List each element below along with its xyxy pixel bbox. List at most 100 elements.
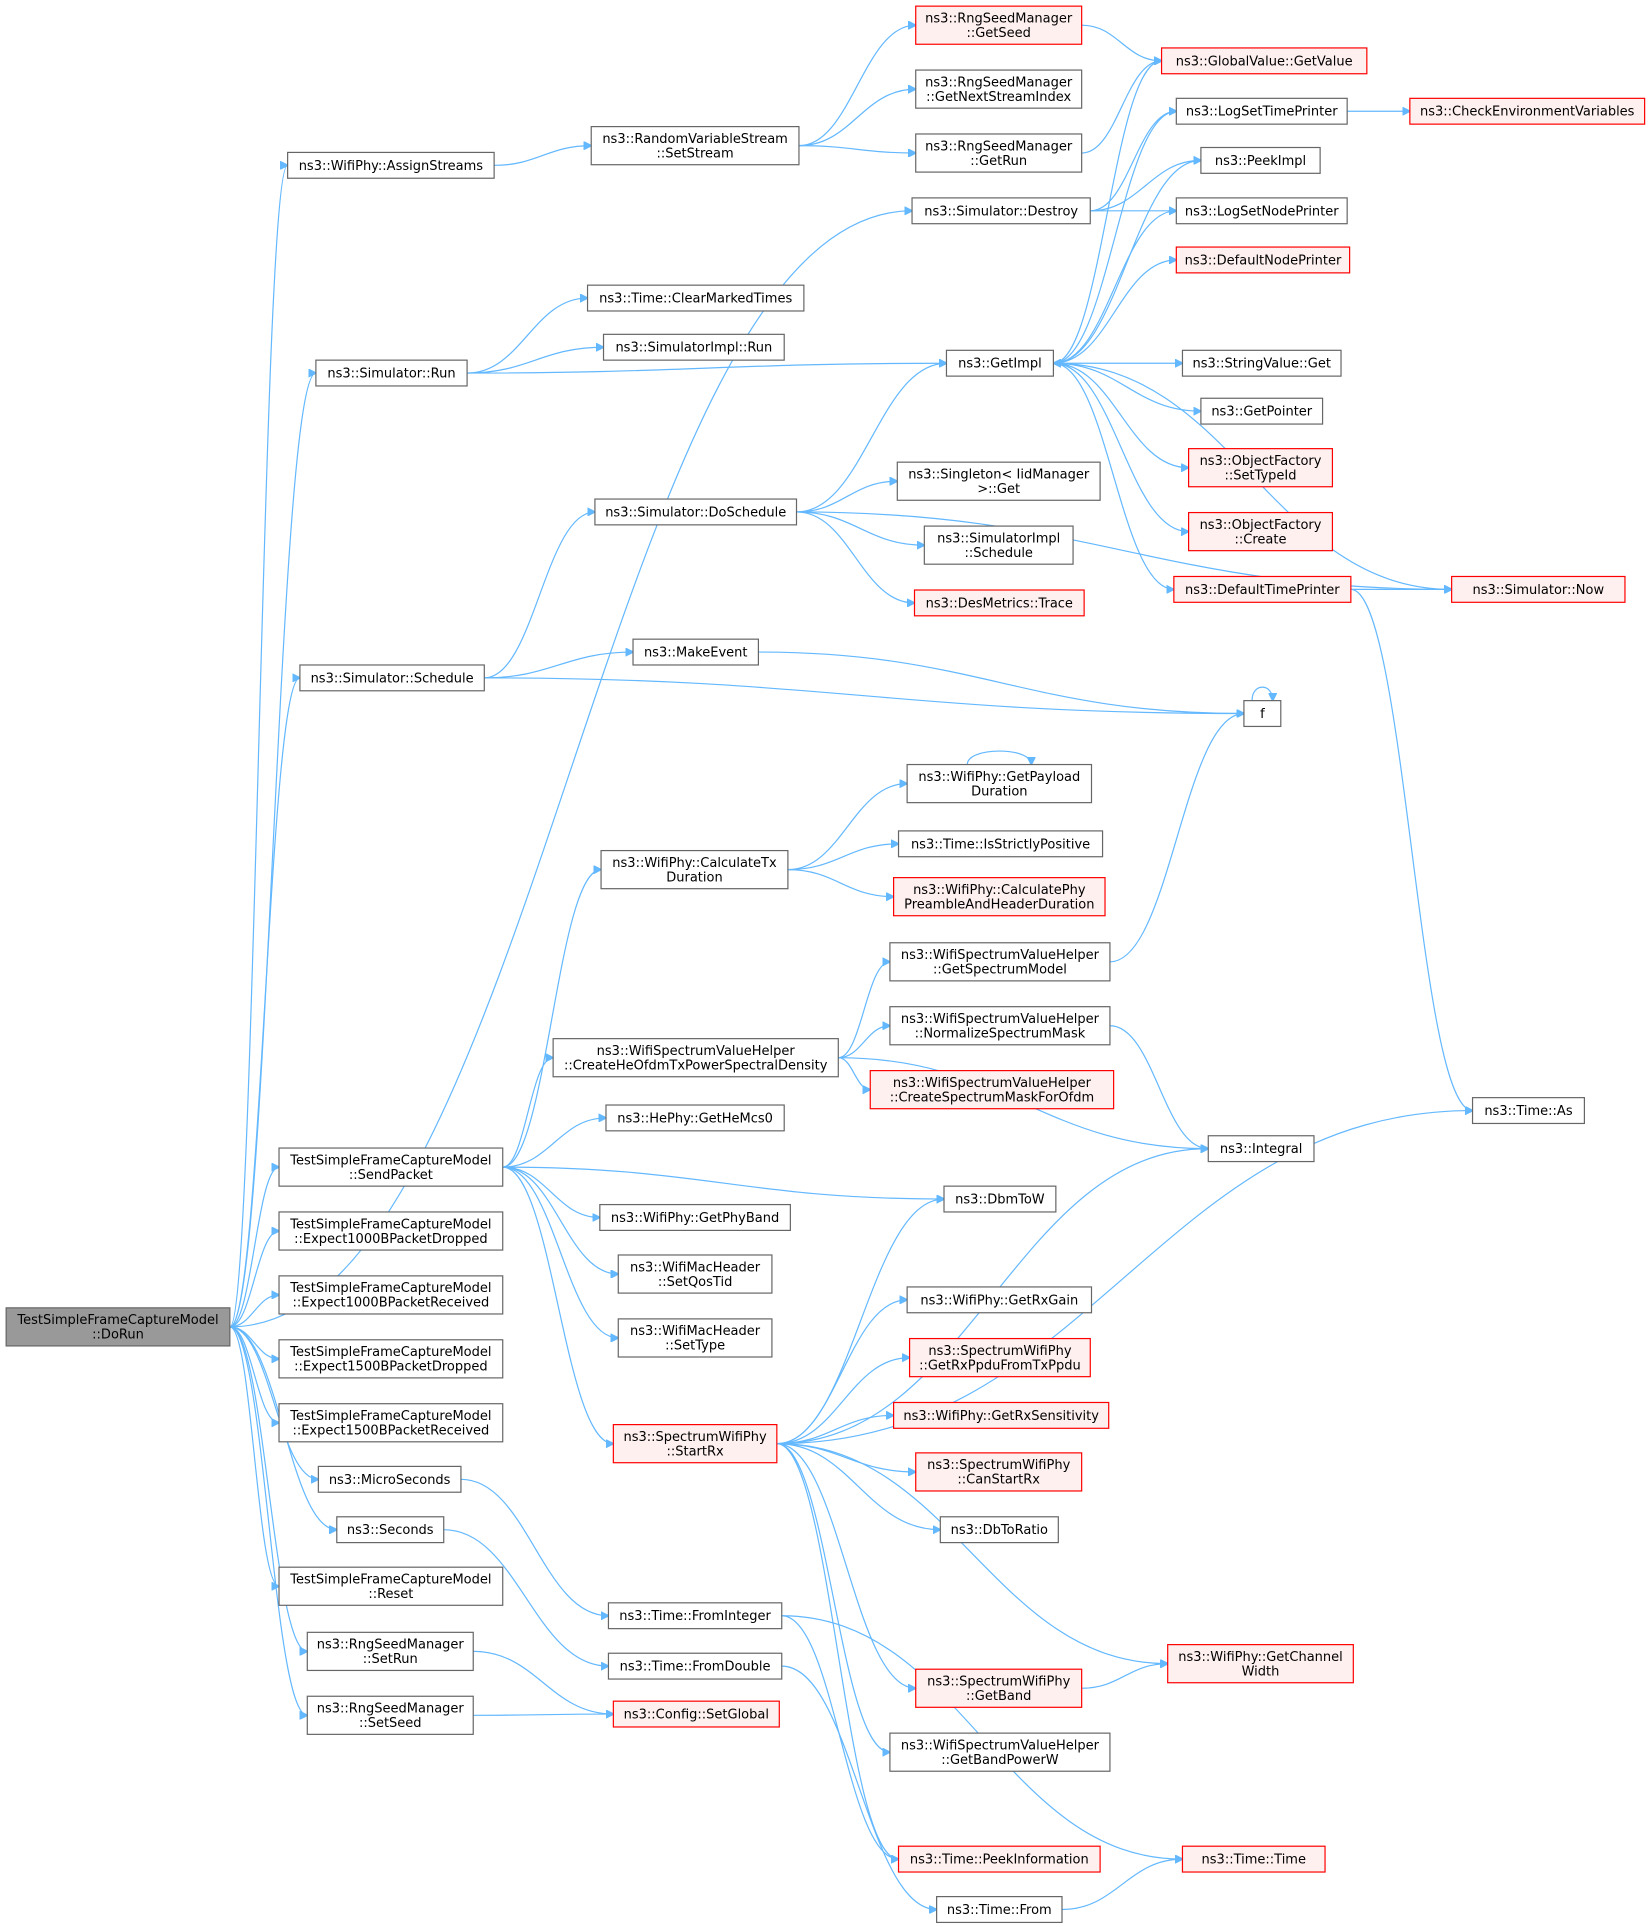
node-time-isstrictly[interactable]: ns3::Time::IsStrictlyPositive <box>897 830 1104 858</box>
node-tsfcm-reset[interactable]: TestSimpleFrameCaptureModel::Reset <box>278 1566 504 1606</box>
edge-rng-setrun-to-config-setglobal <box>473 1650 613 1714</box>
node-rng-getrun[interactable]: ns3::RngSeedManager::GetRun <box>915 133 1083 173</box>
node-label: ::Schedule <box>964 546 1033 561</box>
node-wsvh-createmask[interactable]: ns3::WifiSpectrumValueHelper::CreateSpec… <box>869 1070 1115 1110</box>
node-label: ns3::DefaultTimePrinter <box>1185 583 1340 598</box>
node-wifi-getrxgain[interactable]: ns3::WifiPhy::GetRxGain <box>906 1286 1093 1314</box>
node-time-as[interactable]: ns3::Time::As <box>1471 1097 1585 1125</box>
node-sim-doschedule[interactable]: ns3::Simulator::DoSchedule <box>594 498 798 526</box>
node-microseconds[interactable]: ns3::MicroSeconds <box>317 1465 462 1493</box>
node-time-time[interactable]: ns3::Time::Time <box>1181 1845 1326 1873</box>
edge-tsfcm-sendpacket-to-wmh-settype <box>502 1166 619 1338</box>
node-hephy-gethemcs0[interactable]: ns3::HePhy::GetHeMcs0 <box>605 1104 785 1132</box>
node-wmh-settype[interactable]: ns3::WifiMacHeader::SetType <box>617 1318 773 1358</box>
node-logsetnode[interactable]: ns3::LogSetNodePrinter <box>1175 197 1348 225</box>
node-integral[interactable]: ns3::Integral <box>1207 1135 1315 1163</box>
node-swp-getrxppdu[interactable]: ns3::SpectrumWifiPhy::GetRxPpduFromTxPpd… <box>908 1337 1091 1378</box>
node-box <box>278 1275 504 1315</box>
node-rng-setrun[interactable]: ns3::RngSeedManager::SetRun <box>306 1631 474 1672</box>
node-defnodeprinter[interactable]: ns3::DefaultNodePrinter <box>1175 246 1351 274</box>
node-box <box>1409 97 1646 125</box>
node-swp-canstartrx[interactable]: ns3::SpectrumWifiPhy::CanStartRx <box>915 1452 1083 1492</box>
node-sim-destroy[interactable]: ns3::Simulator::Destroy <box>911 197 1091 225</box>
node-makeevent[interactable]: ns3::MakeEvent <box>632 638 759 666</box>
edge-sim-doschedule-to-singleton-get <box>796 481 898 513</box>
node-simimpl-schedule[interactable]: ns3::SimulatorImpl::Schedule <box>923 525 1074 565</box>
node-logsettime[interactable]: ns3::LogSetTimePrinter <box>1175 97 1348 125</box>
node-label: ns3::WifiSpectrumValueHelper <box>597 1044 796 1059</box>
node-sim-run[interactable]: ns3::Simulator::Run <box>315 359 468 387</box>
node-f[interactable]: f <box>1243 700 1282 728</box>
node-of-settypeid[interactable]: ns3::ObjectFactory::SetTypeId <box>1188 448 1334 488</box>
node-time-peekinfo[interactable]: ns3::Time::PeekInformation <box>897 1845 1101 1873</box>
node-tsfcm-exp1500recv[interactable]: TestSimpleFrameCaptureModel::Expect1500B… <box>278 1403 504 1443</box>
node-wsvh-getbandpower[interactable]: ns3::WifiSpectrumValueHelper::GetBandPow… <box>889 1732 1111 1772</box>
node-box <box>306 1631 474 1672</box>
node-root[interactable]: TestSimpleFrameCaptureModel::DoRun <box>5 1307 231 1347</box>
node-tsfcm-exp1000recv[interactable]: TestSimpleFrameCaptureModel::Expect1000B… <box>278 1275 504 1315</box>
node-box <box>552 1038 839 1078</box>
node-simimpl-run[interactable]: ns3::SimulatorImpl::Run <box>602 333 785 361</box>
node-desmetrics[interactable]: ns3::DesMetrics::Trace <box>913 589 1085 617</box>
node-wifi-calcphy[interactable]: ns3::WifiPhy::CalculatePhyPreambleAndHea… <box>893 877 1106 917</box>
node-config-setglobal[interactable]: ns3::Config::SetGlobal <box>612 1700 780 1728</box>
node-getimpl[interactable]: ns3::GetImpl <box>945 349 1054 377</box>
node-wmh-setqostid[interactable]: ns3::WifiMacHeader::SetQosTid <box>617 1254 773 1294</box>
edge-swp-startrx-to-swp-getrxppdu <box>776 1358 910 1445</box>
node-peekimpl[interactable]: ns3::PeekImpl <box>1200 146 1321 174</box>
node-of-create[interactable]: ns3::ObjectFactory::Create <box>1188 511 1334 552</box>
node-singleton-get[interactable]: ns3::Singleton< IidManager>::Get <box>896 461 1101 501</box>
node-label: ::Expect1500BPacketReceived <box>292 1424 489 1439</box>
node-wifi-assign[interactable]: ns3::WifiPhy::AssignStreams <box>287 151 495 179</box>
node-box <box>617 1318 773 1358</box>
node-wsvh-normalize[interactable]: ns3::WifiSpectrumValueHelper::NormalizeS… <box>889 1006 1111 1046</box>
node-label: ns3::SpectrumWifiPhy <box>927 1675 1070 1690</box>
node-getpointer[interactable]: ns3::GetPointer <box>1200 397 1324 425</box>
edge-tsfcm-sendpacket-to-wifi-getphyband <box>502 1166 600 1217</box>
node-dbtoratio[interactable]: ns3::DbToRatio <box>939 1516 1059 1544</box>
node-label: ::GetSeed <box>966 26 1030 41</box>
node-rng-nextstream[interactable]: ns3::RngSeedManager::GetNextStreamIndex <box>915 69 1083 109</box>
node-deftimeprinter[interactable]: ns3::DefaultTimePrinter <box>1173 575 1352 603</box>
node-box <box>889 942 1111 982</box>
node-time-frominteger[interactable]: ns3::Time::FromInteger <box>607 1602 783 1630</box>
node-stringvalue-get[interactable]: ns3::StringValue::Get <box>1181 349 1342 377</box>
node-rvs-setstream[interactable]: ns3::RandomVariableStream::SetStream <box>590 126 800 166</box>
node-wifi-getrxsens[interactable]: ns3::WifiPhy::GetRxSensitivity <box>893 1401 1110 1429</box>
node-label: ns3::CheckEnvironmentVariables <box>1420 105 1635 120</box>
node-time-clearmarked[interactable]: ns3::Time::ClearMarkedTimes <box>586 284 805 312</box>
node-box <box>936 1896 1063 1924</box>
call-nodes: TestSimpleFrameCaptureModel::DoRunns3::W… <box>5 5 1646 1924</box>
node-swp-startrx[interactable]: ns3::SpectrumWifiPhy::StartRx <box>612 1424 778 1464</box>
node-label: TestSimpleFrameCaptureModel <box>289 1217 491 1232</box>
node-box <box>278 1339 504 1379</box>
node-wsvh-getspectrum[interactable]: ns3::WifiSpectrumValueHelper::GetSpectru… <box>889 942 1111 982</box>
node-label: ns3::WifiPhy::GetRxGain <box>920 1293 1078 1308</box>
edge-wifi-getpayload-to-wifi-getpayload <box>966 750 1031 765</box>
node-swp-getband[interactable]: ns3::SpectrumWifiPhy::GetBand <box>915 1668 1083 1708</box>
node-box <box>278 1566 504 1606</box>
node-dbmtow[interactable]: ns3::DbmToW <box>943 1185 1057 1213</box>
node-tsfcm-exp1500drop[interactable]: TestSimpleFrameCaptureModel::Expect1500B… <box>278 1339 504 1379</box>
node-label: ns3::WifiPhy::GetRxSensitivity <box>903 1409 1099 1424</box>
node-label: ns3::DbToRatio <box>951 1523 1048 1538</box>
node-seconds[interactable]: ns3::Seconds <box>336 1516 445 1544</box>
edge-sim-run-to-getimpl <box>467 363 946 374</box>
edge-root-to-tsfcm-exp1000drop <box>229 1231 279 1328</box>
node-tsfcm-sendpacket[interactable]: TestSimpleFrameCaptureModel::SendPacket <box>278 1147 504 1187</box>
node-checkenv[interactable]: ns3::CheckEnvironmentVariables <box>1409 97 1646 125</box>
node-time-fromdouble[interactable]: ns3::Time::FromDouble <box>607 1652 783 1680</box>
node-wifi-getphyband[interactable]: ns3::WifiPhy::GetPhyBand <box>599 1203 791 1231</box>
node-gv-getvalue[interactable]: ns3::GlobalValue::GetValue <box>1160 47 1368 75</box>
node-sim-now[interactable]: ns3::Simulator::Now <box>1451 575 1626 603</box>
node-box <box>1173 575 1352 603</box>
node-wsvh-createhe[interactable]: ns3::WifiSpectrumValueHelper::CreateHeOf… <box>552 1038 839 1078</box>
node-rng-getseed[interactable]: ns3::RngSeedManager::GetSeed <box>915 5 1083 45</box>
node-tsfcm-exp1000drop[interactable]: TestSimpleFrameCaptureModel::Expect1000B… <box>278 1211 504 1251</box>
node-time-from[interactable]: ns3::Time::From <box>936 1896 1063 1924</box>
node-sim-schedule[interactable]: ns3::Simulator::Schedule <box>299 664 485 692</box>
node-rng-setseed[interactable]: ns3::RngSeedManager::SetSeed <box>306 1695 474 1735</box>
